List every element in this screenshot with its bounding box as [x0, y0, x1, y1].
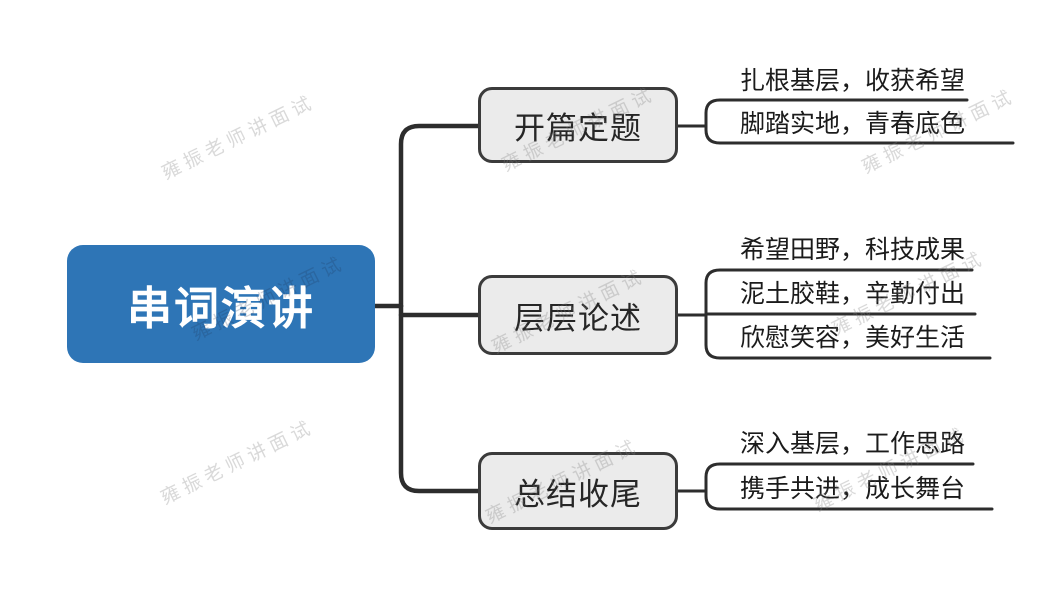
leaf-topic[interactable]: 携手共进，成长舞台: [740, 475, 966, 503]
leaf-topic[interactable]: 泥土胶鞋，辛勤付出: [740, 280, 966, 308]
branch1-bracket: [704, 98, 1015, 145]
branch-node-opening[interactable]: 开篇定题: [478, 87, 678, 163]
branch3-bracket: [704, 462, 994, 511]
leaf-topic[interactable]: 欣慰笑容，美好生活: [740, 324, 966, 352]
branch-node-label: 开篇定题: [514, 110, 642, 146]
leaf-topic[interactable]: 深入基层，工作思路: [740, 430, 966, 458]
trunk-top: [398, 123, 481, 309]
leaf-topic[interactable]: 希望田野，科技成果: [740, 236, 966, 264]
branch-node-closing[interactable]: 总结收尾: [478, 452, 678, 530]
leaf-topic[interactable]: 脚踏实地，青春底色: [740, 110, 966, 138]
branch-node-label: 层层论述: [514, 300, 642, 336]
branch-node-body[interactable]: 层层论述: [478, 275, 678, 355]
root-node[interactable]: 串词演讲: [67, 245, 375, 363]
root-node-label: 串词演讲: [126, 282, 315, 334]
branch-node-label: 总结收尾: [514, 476, 642, 512]
trunk-bottom: [398, 303, 481, 494]
leaf-topic[interactable]: 扎根基层，收获希望: [740, 67, 966, 95]
